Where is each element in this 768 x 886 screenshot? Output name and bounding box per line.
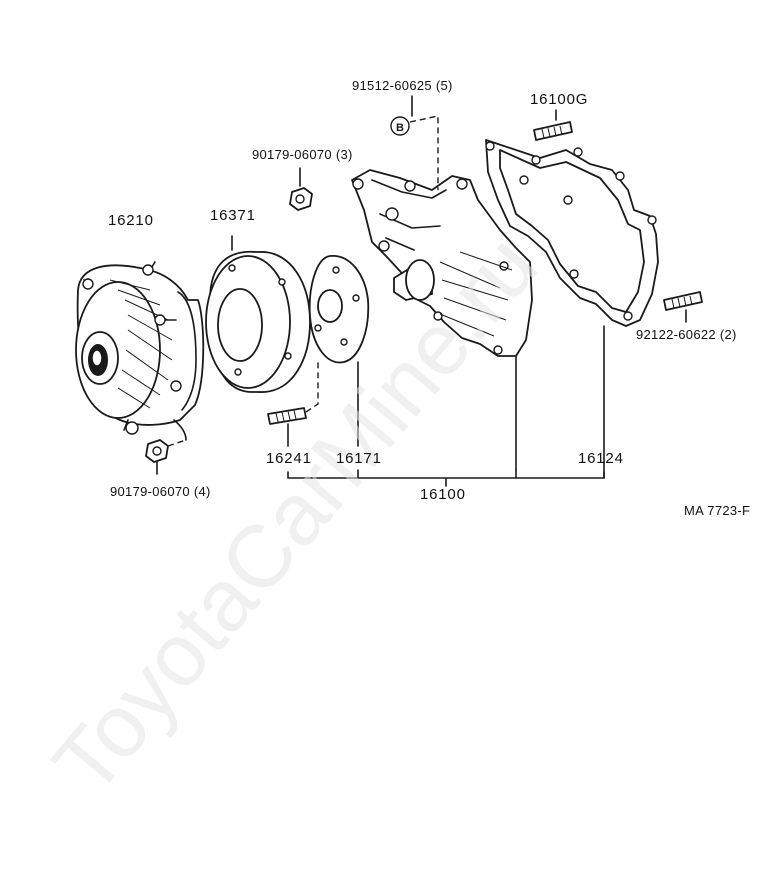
diagram-code: MA 7723-F [684,503,751,518]
bolt-marker-letter: B [396,122,404,134]
assembly-bracket [287,469,605,487]
label-16100: 16100 [420,486,466,503]
label-91512: 91512-60625 (5) [352,78,453,93]
label-16124: 16124 [578,450,624,467]
stud-92122 [663,291,703,323]
nut-upper [289,167,313,211]
nut-lower [145,439,187,475]
gasket-part [485,139,659,479]
label-16241: 16241 [266,450,312,467]
fan-clutch-part [75,261,205,441]
water-pump-part [351,169,533,471]
stud-16241 [267,360,319,447]
pulley-part [205,235,311,393]
label-90179-3: 90179-06070 (3) [252,147,353,162]
flange-hub-part [308,255,370,447]
label-16171: 16171 [336,450,382,467]
bolt-marker [390,95,439,190]
label-16371: 16371 [210,207,256,224]
stud-16100g [533,109,573,141]
label-16100g: 16100G [530,91,589,108]
label-92122: 92122-60622 (2) [636,327,737,342]
label-90179-4: 90179-06070 (4) [110,484,211,499]
label-16210: 16210 [108,212,154,229]
